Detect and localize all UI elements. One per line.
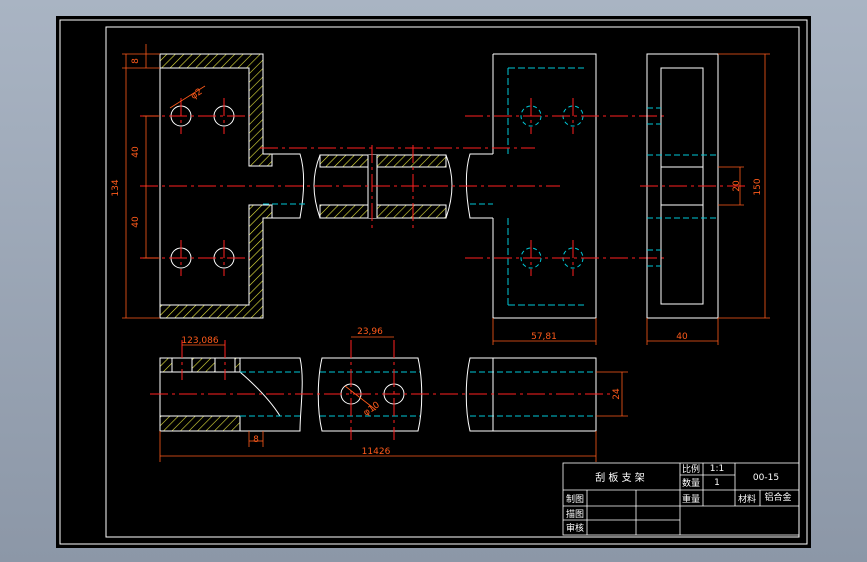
drawing-number: 00-15	[753, 473, 779, 483]
traced-label: 描图	[566, 508, 584, 520]
center-tube-bottom	[319, 204, 447, 219]
drawing-sheet	[56, 16, 811, 548]
bottom-view	[150, 336, 628, 462]
front-dimensions	[122, 44, 206, 319]
dim-40-width: 40	[676, 332, 688, 342]
dim-40-lower: 40	[131, 216, 141, 228]
bottom-right-body	[465, 357, 597, 432]
dim-23-96: 23,96	[357, 327, 383, 337]
dim-150: 150	[753, 178, 763, 195]
scale-value: 1:1	[710, 464, 724, 474]
material-label: 材料	[738, 493, 756, 505]
center-tube-right-break	[445, 154, 453, 219]
left-bracket-wall	[159, 53, 273, 167]
dim-40-upper: 40	[131, 146, 141, 158]
dim-134: 134	[111, 179, 121, 196]
scale-label: 比例	[682, 463, 700, 475]
left-bracket-wall-lower	[159, 204, 273, 319]
drawn-label: 制图	[566, 493, 584, 505]
center-tube-top	[319, 154, 447, 168]
bottom-center-body	[317, 357, 423, 432]
bottom-left-cut	[239, 371, 281, 417]
dim-24: 24	[612, 388, 622, 400]
title-block	[562, 462, 800, 536]
title-block-text: 刮 板 支 架 比例 1:1 数量 1 00-15 重量 材料 铝合金 制图 描…	[566, 463, 792, 534]
left-neck	[272, 153, 305, 219]
bottom-left-bot-hatch	[159, 415, 241, 432]
dim-11426: 11426	[362, 447, 391, 457]
quantity-label: 数量	[682, 477, 700, 489]
dim-20: 20	[732, 180, 742, 192]
dim-123-086: 123,086	[181, 336, 218, 346]
sheet-border-outer	[59, 19, 808, 545]
dim-57-81: 57,81	[531, 332, 557, 342]
checked-label: 审核	[566, 522, 584, 534]
front-centerlines	[140, 98, 667, 276]
side-view	[492, 53, 770, 345]
part-name: 刮 板 支 架	[595, 471, 645, 484]
material-value: 铝合金	[764, 491, 791, 503]
sheet-border-inner	[105, 26, 800, 538]
dimension-labels: 8 40 40 134 φ2 150 20 57,81 40 123,086 2…	[111, 58, 763, 457]
right-neck	[465, 153, 493, 219]
dim-8-top: 8	[131, 58, 141, 64]
weight-label: 重量	[682, 493, 700, 505]
dim-8-bottom: 8	[253, 435, 259, 445]
front-view	[122, 44, 667, 319]
center-tube-left-break	[313, 154, 321, 219]
quantity-value: 1	[714, 478, 720, 488]
